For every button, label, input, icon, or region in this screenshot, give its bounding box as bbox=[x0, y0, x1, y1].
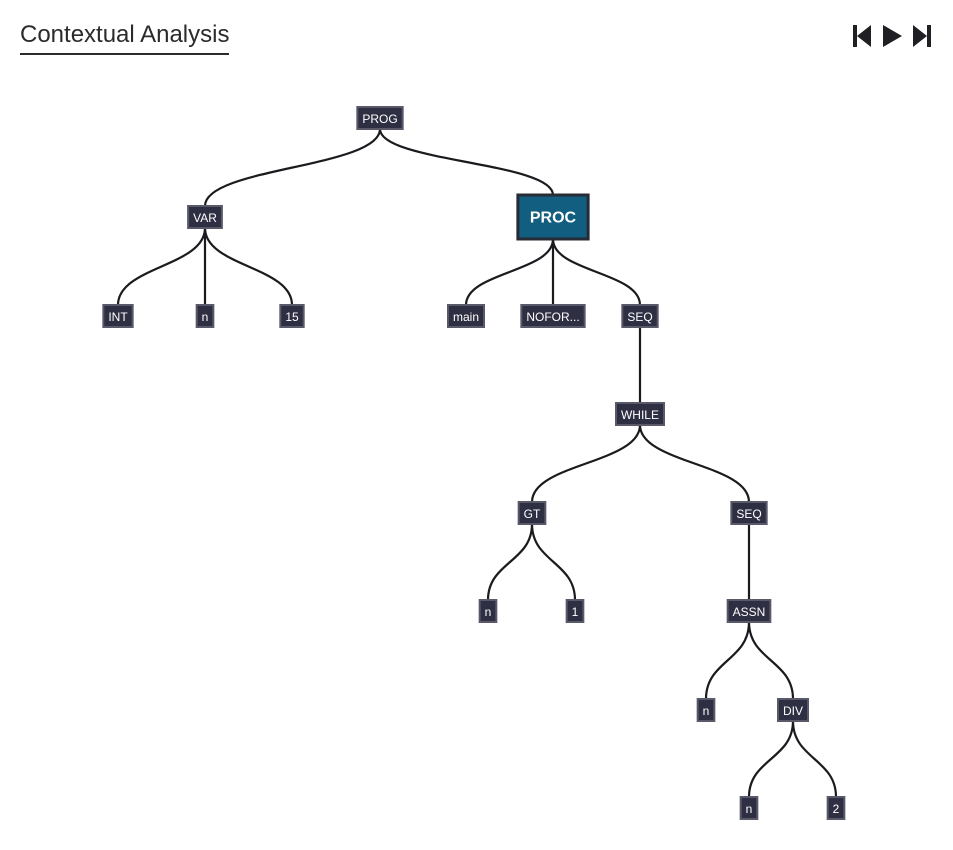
node-box bbox=[516, 193, 590, 241]
node-label: ASSN bbox=[733, 605, 766, 619]
tree-node-nofor[interactable]: NOFOR... bbox=[520, 304, 586, 328]
tree-edge bbox=[747, 720, 795, 798]
node-box bbox=[520, 304, 586, 328]
tree-node-while[interactable]: WHILE bbox=[614, 402, 666, 426]
node-box bbox=[776, 698, 810, 722]
tree-node-seq2[interactable]: SEQ bbox=[730, 501, 768, 525]
tree-node-div[interactable]: DIV bbox=[776, 698, 810, 722]
skip-start-icon bbox=[853, 25, 871, 47]
node-label: 1 bbox=[572, 605, 579, 619]
tree-edge bbox=[464, 238, 555, 306]
node-box bbox=[826, 796, 846, 820]
node-box bbox=[730, 501, 768, 525]
node-label: INT bbox=[108, 310, 128, 324]
tree-edge bbox=[116, 227, 207, 306]
node-box bbox=[621, 304, 659, 328]
node-box bbox=[195, 304, 215, 328]
tree-edge bbox=[704, 621, 751, 700]
node-label: PROC bbox=[530, 210, 577, 227]
tree-node-proc[interactable]: PROC bbox=[516, 193, 590, 241]
node-label: VAR bbox=[193, 211, 217, 225]
tree-edge bbox=[203, 227, 294, 306]
tree-edge bbox=[747, 621, 795, 700]
tree-edge bbox=[486, 523, 534, 601]
tree-node-seq1[interactable]: SEQ bbox=[621, 304, 659, 328]
node-box bbox=[614, 402, 666, 426]
tree-node-div-n[interactable]: n bbox=[739, 796, 759, 820]
node-box bbox=[517, 501, 547, 525]
play-button[interactable] bbox=[881, 22, 903, 50]
node-box bbox=[279, 304, 305, 328]
tree-node-main[interactable]: main bbox=[446, 304, 486, 328]
node-box bbox=[478, 599, 498, 623]
node-label: 2 bbox=[833, 802, 840, 816]
tree-nodes: PROG VAR PROC INT n 15 main NOFOR... SEQ WHILE GT S… bbox=[102, 106, 846, 820]
node-label: main bbox=[453, 310, 479, 324]
node-label: n bbox=[703, 704, 710, 718]
node-label: SEQ bbox=[736, 507, 761, 521]
node-label: NOFOR... bbox=[526, 310, 579, 324]
tree-node-int[interactable]: INT bbox=[102, 304, 134, 328]
tree-node-var[interactable]: VAR bbox=[187, 205, 223, 229]
tree-edge bbox=[551, 238, 642, 306]
node-box bbox=[565, 599, 585, 623]
node-label: DIV bbox=[783, 704, 803, 718]
node-label: GT bbox=[524, 507, 541, 521]
node-box bbox=[696, 698, 716, 722]
skip-to-start-button[interactable] bbox=[851, 22, 873, 50]
node-box bbox=[739, 796, 759, 820]
node-label: PROG bbox=[362, 112, 397, 126]
tree-node-prog[interactable]: PROG bbox=[356, 106, 404, 130]
tree-node-gt-n[interactable]: n bbox=[478, 599, 498, 623]
node-box bbox=[102, 304, 134, 328]
tree-node-div-2[interactable]: 2 bbox=[826, 796, 846, 820]
node-label: n bbox=[202, 310, 209, 324]
tree-node-gt-1[interactable]: 1 bbox=[565, 599, 585, 623]
tree-edge bbox=[530, 424, 642, 503]
tree-edge bbox=[203, 128, 382, 207]
tree-node-assn[interactable]: ASSN bbox=[726, 599, 772, 623]
skip-end-icon bbox=[913, 25, 931, 47]
tree-node-var-15[interactable]: 15 bbox=[279, 304, 305, 328]
node-label: SEQ bbox=[627, 310, 652, 324]
tree-node-assn-n[interactable]: n bbox=[696, 698, 716, 722]
playback-controls bbox=[851, 22, 933, 50]
node-label: WHILE bbox=[621, 408, 659, 422]
tree-edge bbox=[530, 523, 577, 601]
node-box bbox=[446, 304, 486, 328]
skip-to-end-button[interactable] bbox=[911, 22, 933, 50]
node-label: 15 bbox=[285, 310, 299, 324]
node-label: n bbox=[485, 605, 492, 619]
tree-edge bbox=[638, 424, 751, 503]
tree-node-gt[interactable]: GT bbox=[517, 501, 547, 525]
play-icon bbox=[883, 25, 902, 47]
tree-edges bbox=[116, 128, 838, 798]
node-label: n bbox=[746, 802, 753, 816]
node-box bbox=[187, 205, 223, 229]
tree-node-var-n[interactable]: n bbox=[195, 304, 215, 328]
node-box bbox=[356, 106, 404, 130]
tree-edge bbox=[378, 128, 555, 196]
page-title: Contextual Analysis bbox=[20, 20, 230, 55]
tree-edge bbox=[791, 720, 838, 798]
node-box bbox=[726, 599, 772, 623]
